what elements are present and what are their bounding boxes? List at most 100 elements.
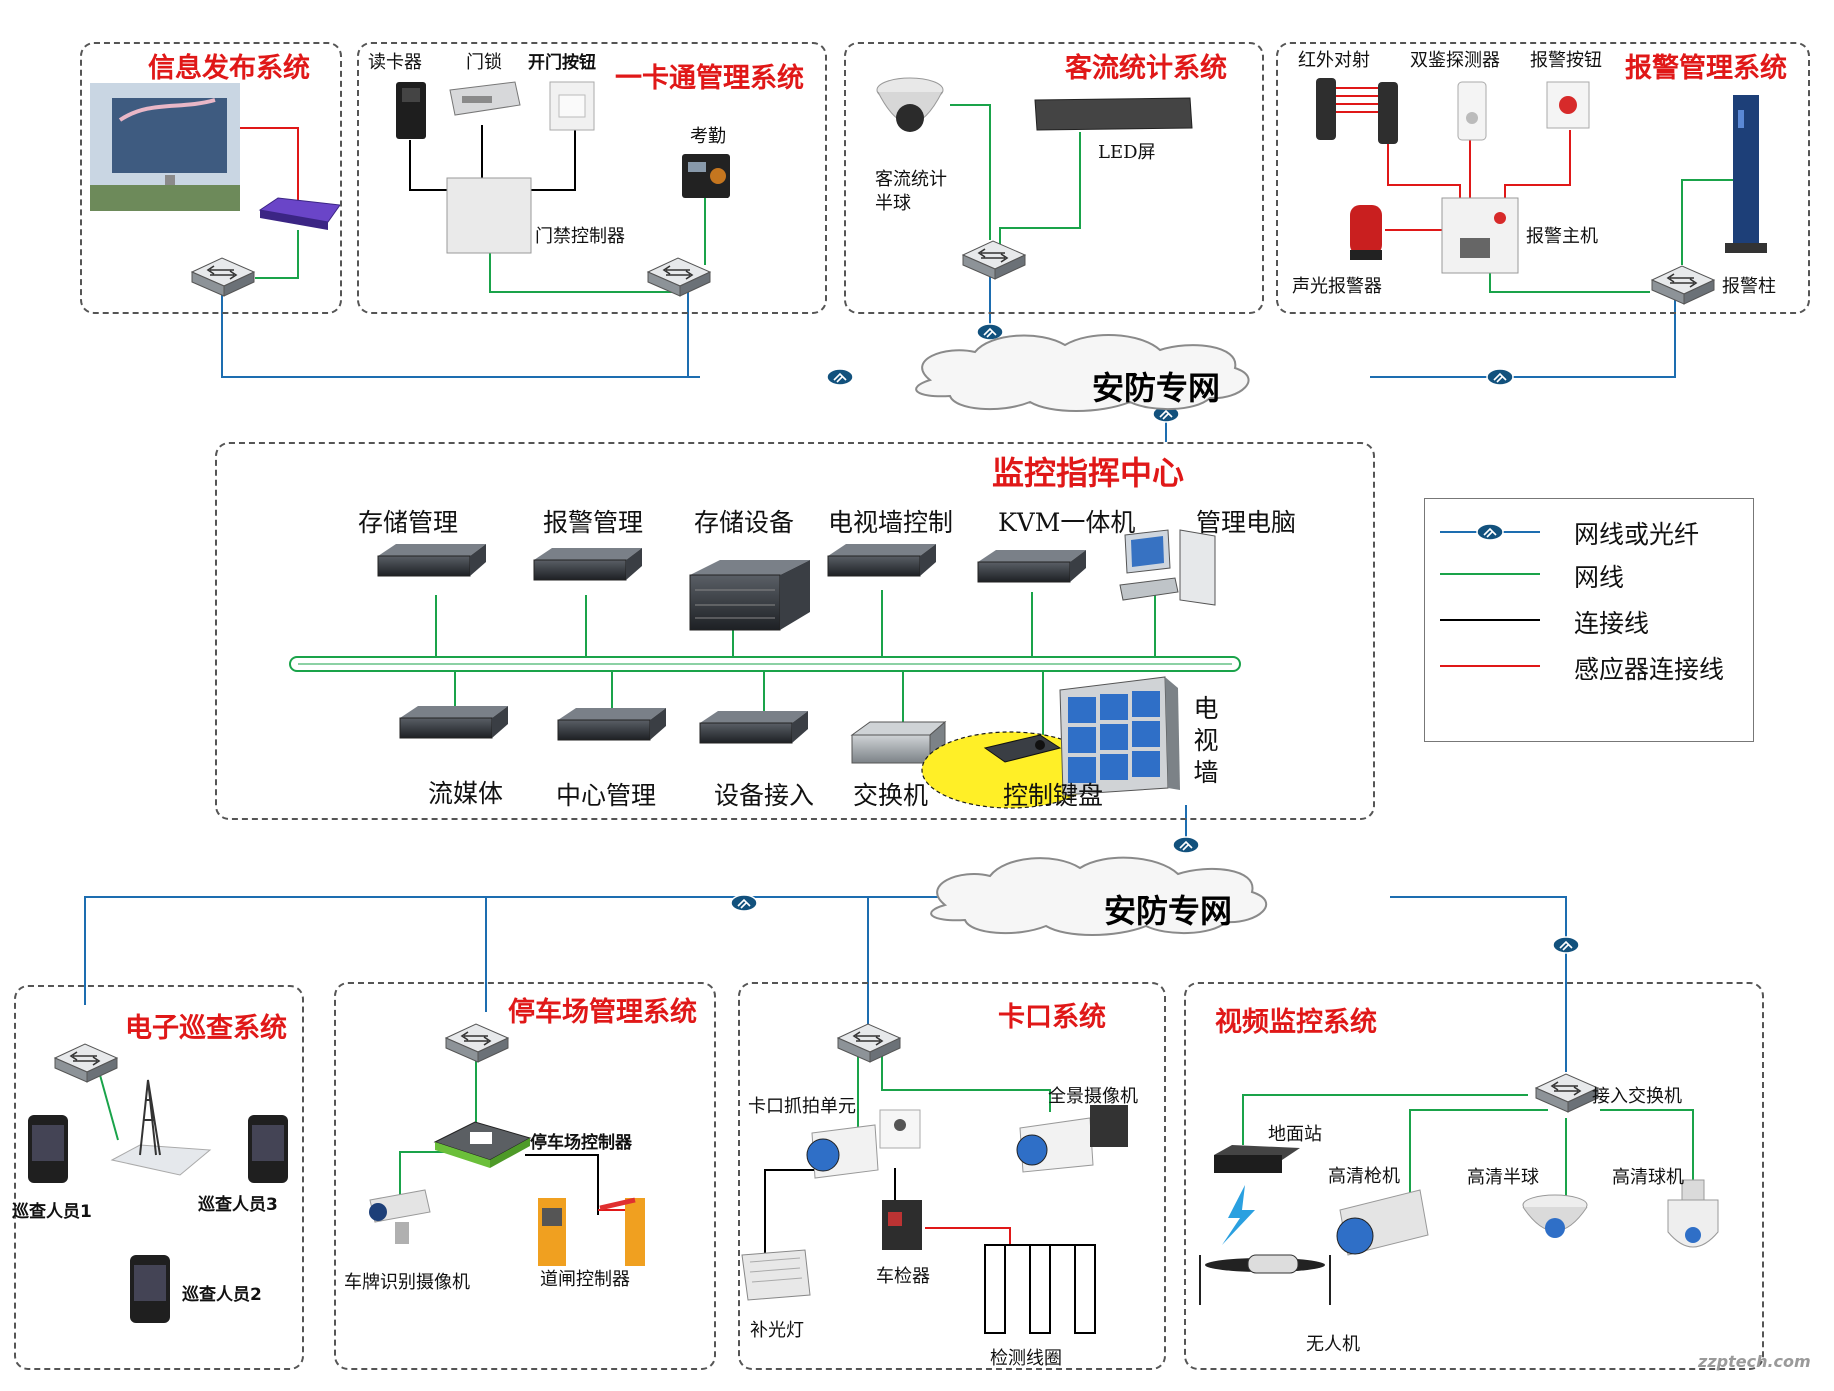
parking-system-box (334, 982, 716, 1370)
flow-dome-label: 客流统计 半球 (875, 169, 947, 214)
card-reader-label: 读卡器 (368, 52, 422, 73)
alarm-button-icon (1546, 81, 1590, 129)
info-system-box (80, 42, 342, 314)
alarm-system-box (1276, 42, 1810, 314)
card-system-title: 一卡通管理系统 (615, 63, 804, 94)
patrol-system-title: 电子巡查系统 (125, 1013, 287, 1044)
alarm-host-label: 报警主机 (1526, 226, 1598, 247)
patrol-device-3-icon (248, 1115, 288, 1183)
panorama-camera-label: 全景摄像机 (1048, 1086, 1138, 1107)
alarm-pillar-label: 报警柱 (1722, 276, 1776, 297)
legend-label-2: 连接线 (1574, 609, 1650, 638)
siren-label: 声光报警器 (1292, 276, 1382, 297)
media-player-icon (258, 197, 341, 230)
center-switch-icon (850, 720, 947, 765)
top-row-label-0: 存储管理 (358, 508, 459, 537)
flow-dome-camera-icon (876, 77, 944, 132)
vehicle-detector-label: 车检器 (876, 1266, 930, 1287)
speed-dome-icon (1667, 1179, 1719, 1248)
top-row-label-1: 报警管理 (543, 508, 644, 537)
fill-light-icon (741, 1249, 811, 1301)
vehicle-detector-icon (882, 1200, 922, 1250)
top-row-label-3: 电视墙控制 (828, 508, 954, 537)
center-bus (289, 656, 1241, 672)
management-pc-icon (1119, 529, 1216, 606)
tv-wall-icon (1059, 676, 1180, 796)
card-system-box (357, 42, 827, 314)
video-system-box (1184, 982, 1764, 1370)
door-controller-label: 门禁控制器 (535, 226, 625, 247)
led-screen-icon (1034, 97, 1193, 131)
checkpoint-system-box (738, 982, 1166, 1370)
billboard-icon (90, 83, 240, 211)
speed-dome-label: 高清球机 (1612, 1167, 1684, 1188)
patrol-person-3-label: 巡查人员3 (198, 1195, 278, 1215)
magnetic-lock-icon (449, 81, 521, 116)
bottom-row-label-0: 流媒体 (428, 779, 504, 808)
alarm-button-label: 报警按钮 (1530, 50, 1602, 71)
network-node (1552, 936, 1580, 954)
storage-array-icon (689, 560, 810, 631)
capture-camera-icon (806, 1109, 921, 1179)
info-system-title: 信息发布系统 (148, 53, 310, 84)
lpr-camera-icon (369, 1189, 431, 1244)
alarm-host-icon (1441, 197, 1519, 274)
bottom-row-label-3: 交换机 (853, 781, 929, 810)
top-row-label-4: KVM一体机 (998, 508, 1136, 537)
cloud-top-label: 安防专网 (1092, 369, 1221, 407)
ground-station-icon (1214, 1145, 1300, 1173)
panorama-camera-icon (1016, 1105, 1128, 1173)
parking-controller-icon (433, 1121, 532, 1168)
top-row-label-2: 存储设备 (694, 508, 795, 537)
cloud-bottom-label: 安防专网 (1104, 892, 1233, 930)
checkpoint-system-title: 卡口系统 (998, 1002, 1106, 1033)
alarm-pillar-icon (1725, 95, 1767, 253)
fill-light-label: 补光灯 (750, 1320, 804, 1341)
lock-label: 门锁 (466, 52, 502, 73)
half-dome-label: 高清半球 (1467, 1167, 1539, 1188)
network-node (1172, 836, 1200, 854)
flow-system-box (844, 42, 1264, 314)
video-system-title: 视频监控系统 (1215, 1007, 1377, 1038)
led-screen-label: LED屏 (1098, 142, 1156, 163)
dual-detector-icon (1457, 81, 1487, 141)
ground-station-label: 地面站 (1268, 1124, 1322, 1145)
ir-beam-label: 红外对射 (1298, 50, 1370, 71)
siren-icon (1350, 205, 1382, 260)
card-reader-icon (396, 82, 426, 139)
attendance-label: 考勤 (690, 126, 726, 147)
patrol-person-2-label: 巡查人员2 (182, 1285, 262, 1305)
patrol-person-1-label: 巡查人员1 (12, 1202, 92, 1222)
legend-swatches (1440, 523, 1540, 667)
network-node (730, 894, 758, 912)
wireless-link-icon (1222, 1185, 1255, 1245)
network-node (1486, 368, 1514, 386)
patrol-device-2-icon (130, 1255, 170, 1323)
parking-system-title: 停车场管理系统 (508, 997, 697, 1028)
ir-beam-icon (1316, 78, 1398, 144)
half-dome-icon (1522, 1194, 1588, 1238)
door-button-icon (549, 81, 595, 131)
drone-icon (1199, 1254, 1331, 1305)
legend-box (1424, 498, 1754, 742)
drone-label: 无人机 (1306, 1334, 1360, 1355)
gun-camera-icon (1336, 1189, 1429, 1256)
command-center-title: 监控指挥中心 (992, 454, 1185, 492)
cloud-top (915, 333, 1250, 412)
flow-system-title: 客流统计系统 (1065, 53, 1227, 84)
legend-label-3: 感应器连接线 (1574, 655, 1725, 684)
alarm-system-title: 报警管理系统 (1625, 53, 1787, 84)
gate-controller-label: 道闸控制器 (540, 1269, 630, 1290)
gun-camera-label: 高清枪机 (1328, 1166, 1400, 1187)
command-center-box (215, 442, 1375, 820)
capture-unit-label: 卡口抓拍单元 (748, 1096, 856, 1117)
tower-icon (110, 1079, 212, 1176)
keyboard-label: 控制键盘 (1003, 781, 1104, 810)
top-row-label-5: 管理电脑 (1196, 508, 1297, 537)
legend-label-0: 网线或光纤 (1574, 520, 1700, 549)
bottom-row-label-2: 设备接入 (714, 781, 815, 810)
parking-controller-label: 停车场控制器 (530, 1133, 632, 1153)
lpr-camera-label: 车牌识别摄像机 (344, 1272, 470, 1293)
